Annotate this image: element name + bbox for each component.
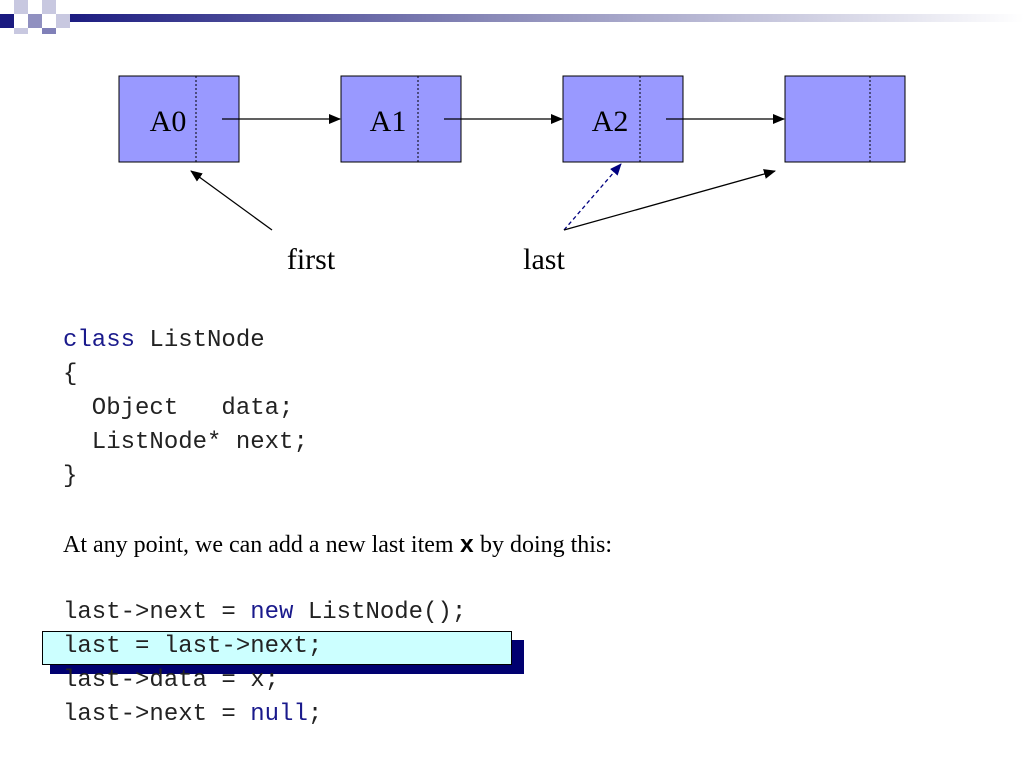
node-box — [118, 75, 240, 163]
explanation-var: x — [459, 533, 474, 560]
list-node-new — [784, 75, 906, 163]
code-append-line-3: last->data = x; — [63, 667, 280, 694]
explanation-text: At any point, we can add a new last item… — [63, 528, 612, 564]
highlight-box — [42, 631, 512, 665]
code-field-next: ListNode* next; — [63, 429, 308, 456]
code-append-line-2-highlighted: last = last->next; — [63, 633, 323, 660]
title-bar-decoration — [0, 0, 1024, 34]
node-label: A1 — [370, 105, 407, 138]
code-text: ; — [307, 701, 323, 728]
logo-square — [14, 0, 28, 14]
code-append-line-1: last->next = new ListNode(); — [63, 596, 466, 630]
node-box — [340, 75, 462, 163]
code-class-line: class ListNode — [63, 324, 265, 358]
code-close-brace: } — [63, 463, 78, 490]
explanation-before: At any point, we can add a new last item — [63, 532, 460, 558]
first-label: first — [287, 243, 336, 276]
code-append-line-4: last->next = null; — [63, 698, 322, 732]
logo-square — [42, 28, 56, 34]
logo-square — [42, 0, 56, 14]
class-name: ListNode — [135, 327, 265, 354]
last-label: last — [523, 243, 565, 276]
logo-square — [14, 28, 28, 34]
code-text: ListNode(); — [293, 599, 467, 626]
logo-square — [28, 14, 42, 28]
logo-square — [0, 14, 14, 28]
node-box — [784, 75, 906, 163]
code-open-brace: { — [63, 361, 78, 388]
explanation-after: by doing this: — [473, 532, 612, 558]
last-new-pointer-arrow — [563, 169, 776, 231]
node-label: A0 — [150, 105, 187, 138]
keyword-new: new — [250, 599, 294, 626]
logo-square — [56, 14, 70, 28]
list-node-a0: A0 — [118, 75, 240, 163]
linked-list-diagram: A0 A1 A2 first last — [118, 75, 906, 276]
node-box — [562, 75, 684, 163]
last-old-pointer-arrow — [563, 163, 622, 231]
list-node-a1: A1 — [340, 75, 462, 163]
keyword-null: null — [250, 701, 308, 728]
list-node-a2: A2 — [562, 75, 684, 163]
first-pointer-arrow — [190, 170, 273, 231]
code-text: last->next = — [63, 599, 251, 626]
node-label: A2 — [592, 105, 629, 138]
code-field-data: Object data; — [63, 395, 294, 422]
keyword-class: class — [63, 327, 136, 354]
code-text: last->next = — [63, 701, 251, 728]
